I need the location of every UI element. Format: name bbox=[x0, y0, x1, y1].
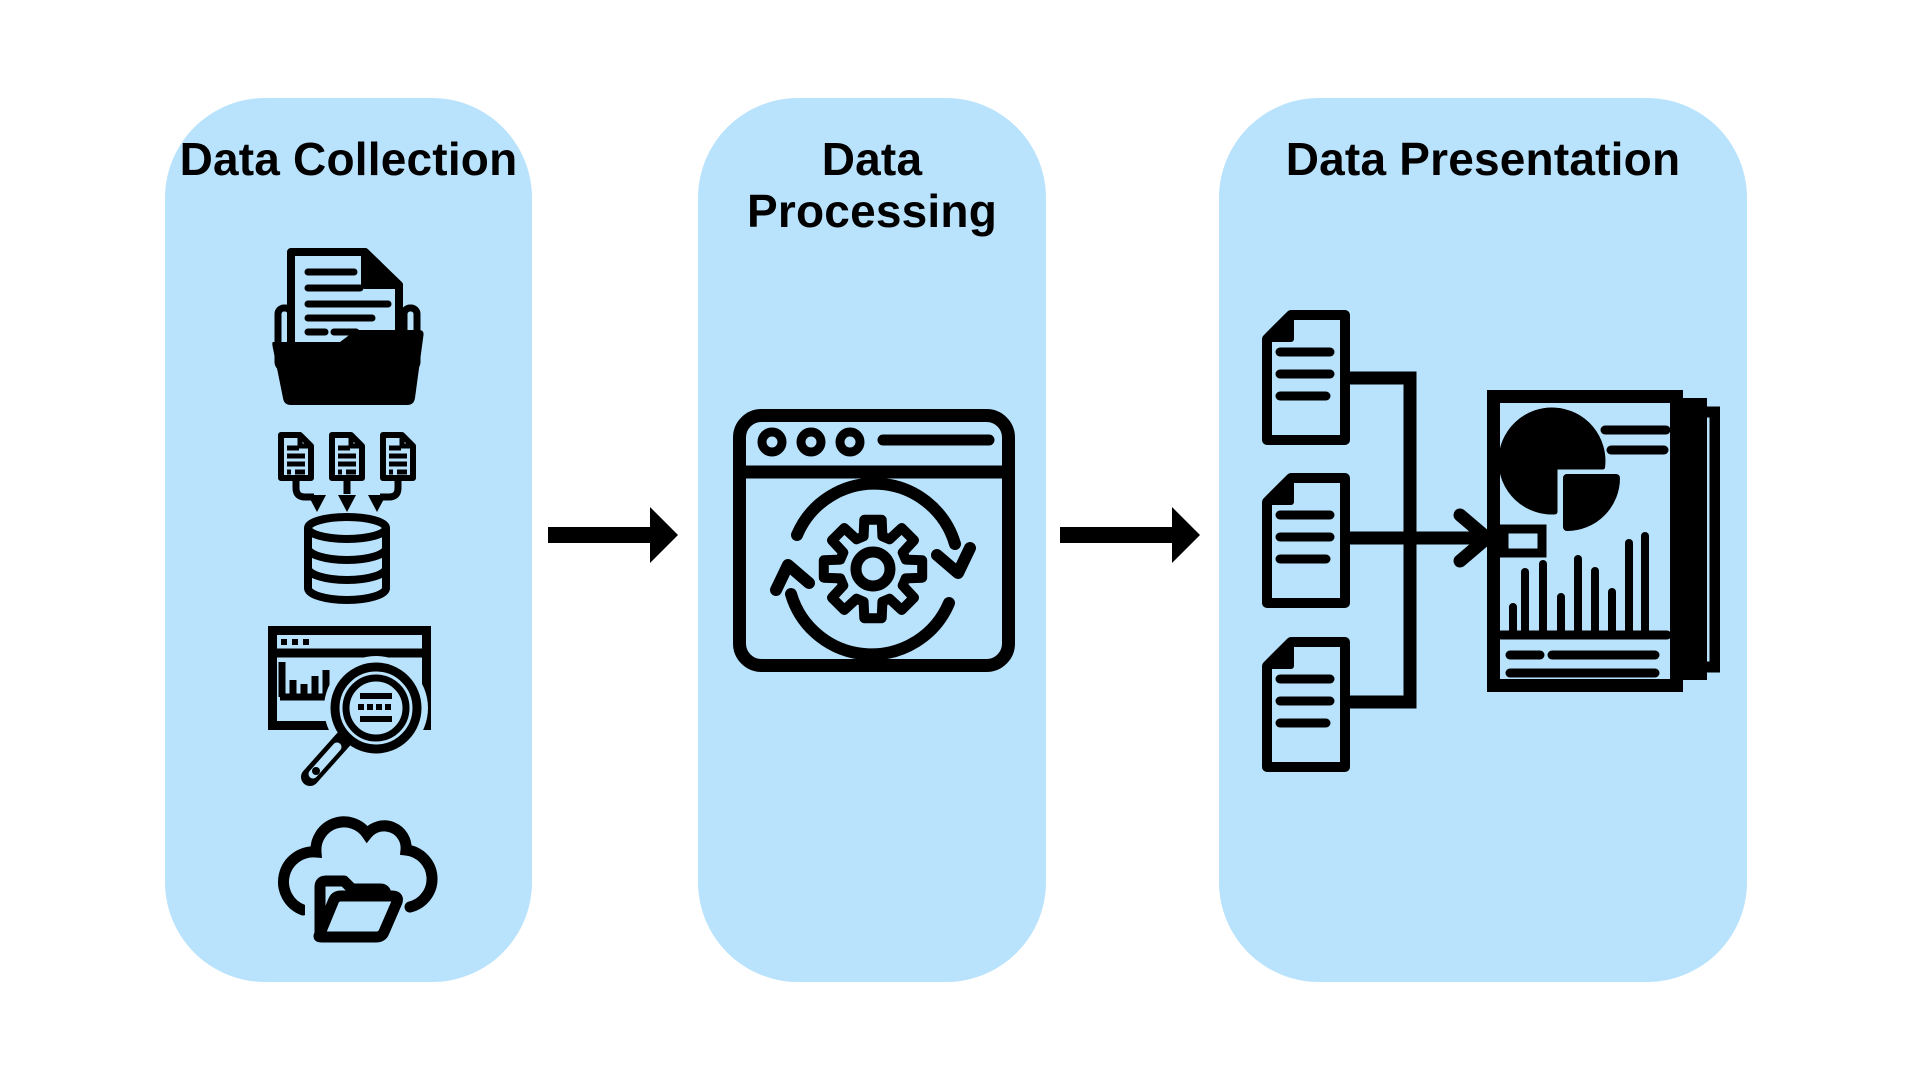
web-analytics-search-icon bbox=[268, 626, 431, 786]
report-stack-icon bbox=[1487, 390, 1720, 692]
document-folder-icon bbox=[272, 248, 424, 405]
source-document-icon bbox=[1262, 637, 1350, 772]
files-to-database-icon bbox=[278, 432, 416, 604]
cloud-folder-icon bbox=[278, 816, 438, 950]
panel-title-data-collection: Data Collection bbox=[179, 133, 518, 185]
merge-connector bbox=[1350, 371, 1494, 709]
flow-arrow-processing-to-presentation bbox=[1060, 507, 1200, 563]
panel-data-collection: Data Collection bbox=[165, 98, 532, 982]
panel-title-data-processing: Data Processing bbox=[747, 133, 997, 237]
flow-arrow-collection-to-processing bbox=[548, 507, 678, 563]
panel-title-data-presentation: Data Presentation bbox=[1285, 133, 1681, 185]
source-document-icon bbox=[1262, 310, 1350, 445]
browser-gear-sync-icon bbox=[733, 409, 1015, 672]
source-document-icon bbox=[1262, 473, 1350, 608]
